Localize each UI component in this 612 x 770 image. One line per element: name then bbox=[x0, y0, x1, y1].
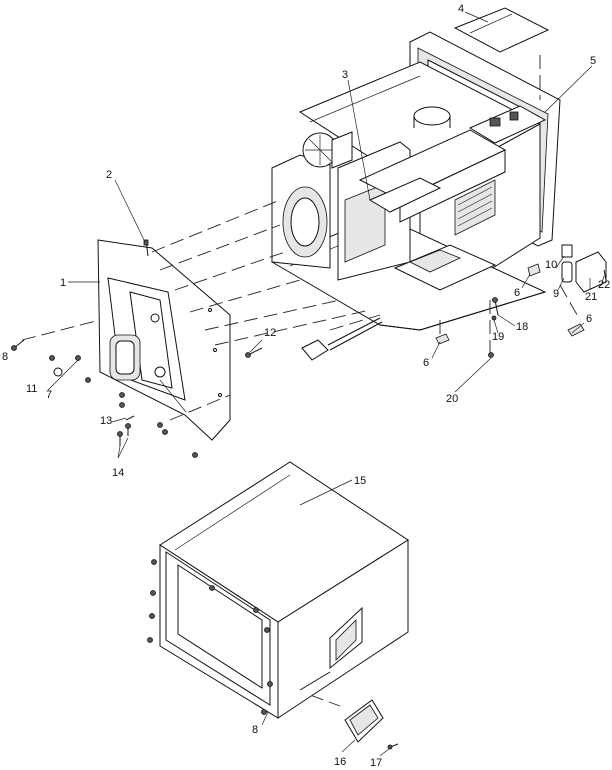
callout-18: 18 bbox=[516, 321, 528, 333]
main-chassis bbox=[270, 31, 561, 331]
callout-9: 9 bbox=[553, 288, 559, 300]
callout-14: 14 bbox=[112, 467, 124, 479]
part-4-top-plate bbox=[453, 7, 550, 53]
part-16-access-panel bbox=[344, 699, 399, 750]
callout-6c: 6 bbox=[423, 357, 429, 369]
callout-6b: 6 bbox=[586, 313, 592, 325]
part-1-side-panel bbox=[97, 239, 231, 441]
callout-6a: 6 bbox=[514, 287, 520, 299]
callout-8a: 8 bbox=[2, 351, 8, 363]
callout-11: 11 bbox=[26, 383, 37, 395]
callout-2: 2 bbox=[106, 169, 112, 181]
callout-leaders bbox=[47, 11, 605, 757]
callout-5: 5 bbox=[590, 55, 596, 67]
callout-15: 15 bbox=[354, 475, 366, 487]
assembly-leader-lines bbox=[21, 55, 581, 707]
callout-10: 10 bbox=[545, 259, 557, 271]
callout-19: 19 bbox=[492, 331, 504, 343]
callout-labels: 1 2 3 4 5 6 6 6 7 8 8 9 10 11 12 13 14 1… bbox=[2, 3, 610, 769]
callout-7: 7 bbox=[46, 389, 52, 401]
callout-17: 17 bbox=[370, 757, 382, 769]
callout-1: 1 bbox=[60, 277, 66, 289]
callout-20: 20 bbox=[446, 393, 458, 405]
part-15-outer-cabinet bbox=[147, 461, 409, 719]
callout-12: 12 bbox=[264, 327, 276, 339]
callout-3: 3 bbox=[342, 69, 348, 81]
callout-4: 4 bbox=[458, 3, 464, 15]
callout-16: 16 bbox=[334, 756, 346, 768]
callout-8b: 8 bbox=[252, 724, 258, 736]
small-parts bbox=[11, 239, 607, 458]
callout-21: 21 bbox=[585, 291, 597, 303]
callout-13: 13 bbox=[100, 415, 112, 427]
callout-22: 22 bbox=[598, 279, 610, 291]
